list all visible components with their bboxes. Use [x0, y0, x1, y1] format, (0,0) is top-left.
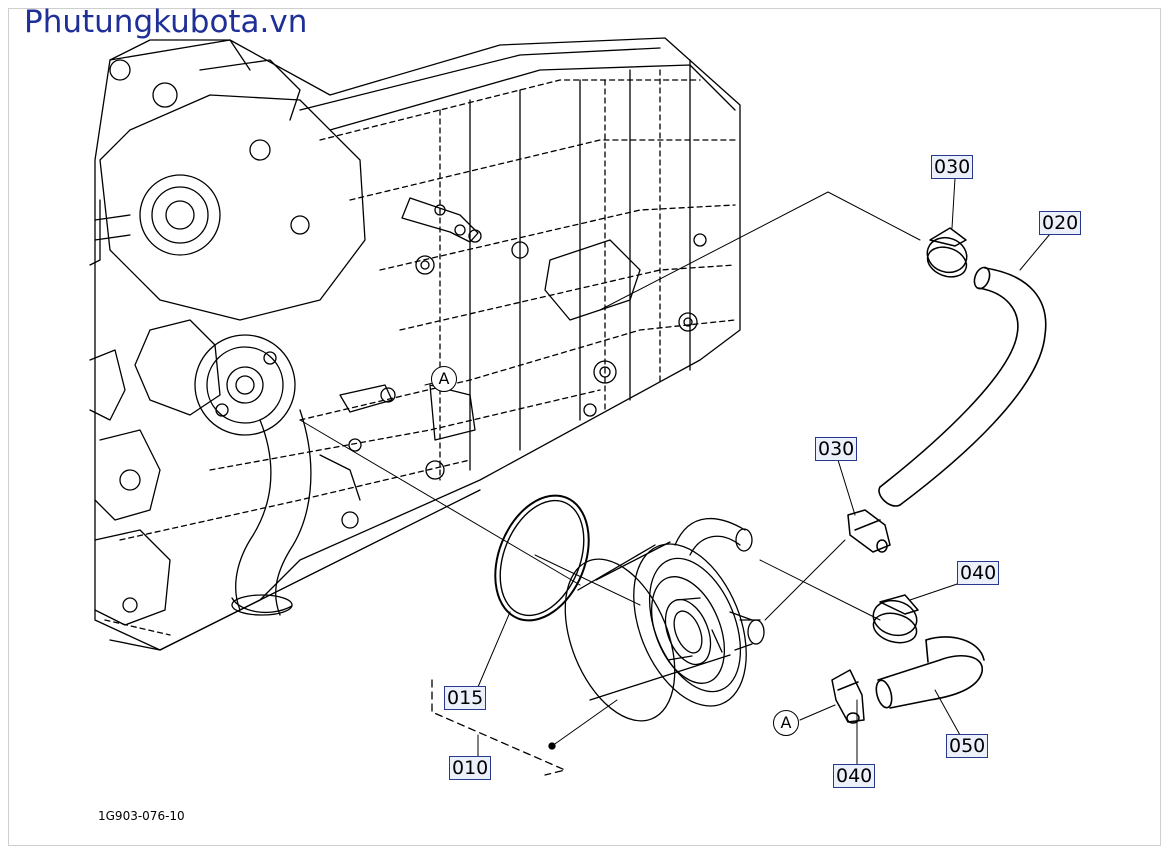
- group-bracket: [431, 679, 566, 776]
- callout-020[interactable]: 020: [1039, 211, 1082, 235]
- callout-010[interactable]: 010: [449, 756, 492, 780]
- marker-a-engine: A: [431, 366, 457, 392]
- clamp-040-bottom[interactable]: [831, 669, 865, 724]
- callout-040-bottom[interactable]: 040: [833, 764, 876, 788]
- clamp-040-right[interactable]: [869, 594, 920, 647]
- hose-050[interactable]: [874, 636, 985, 709]
- site-watermark: Phutungkubota.vn: [24, 4, 308, 40]
- callout-050[interactable]: 050: [946, 734, 989, 758]
- page-border: [8, 8, 1161, 846]
- clamp-030-mid[interactable]: [847, 509, 891, 553]
- engine-block-drawing: [89, 37, 741, 651]
- hose-020[interactable]: [878, 265, 1047, 507]
- callout-030-mid[interactable]: 030: [815, 437, 858, 461]
- oil-cooler-010[interactable]: [544, 518, 769, 737]
- callout-015[interactable]: 015: [444, 686, 487, 710]
- leader-dot: [548, 742, 556, 750]
- o-ring-015[interactable]: [478, 482, 606, 635]
- callout-040-right[interactable]: 040: [957, 561, 1000, 585]
- drawing-code: 1G903-076-10: [98, 809, 185, 823]
- marker-a-clamp: A: [773, 710, 799, 736]
- clamp-030-top[interactable]: [922, 227, 971, 282]
- assembly-leader-lines: [299, 177, 1051, 766]
- callout-030-top[interactable]: 030: [931, 155, 974, 179]
